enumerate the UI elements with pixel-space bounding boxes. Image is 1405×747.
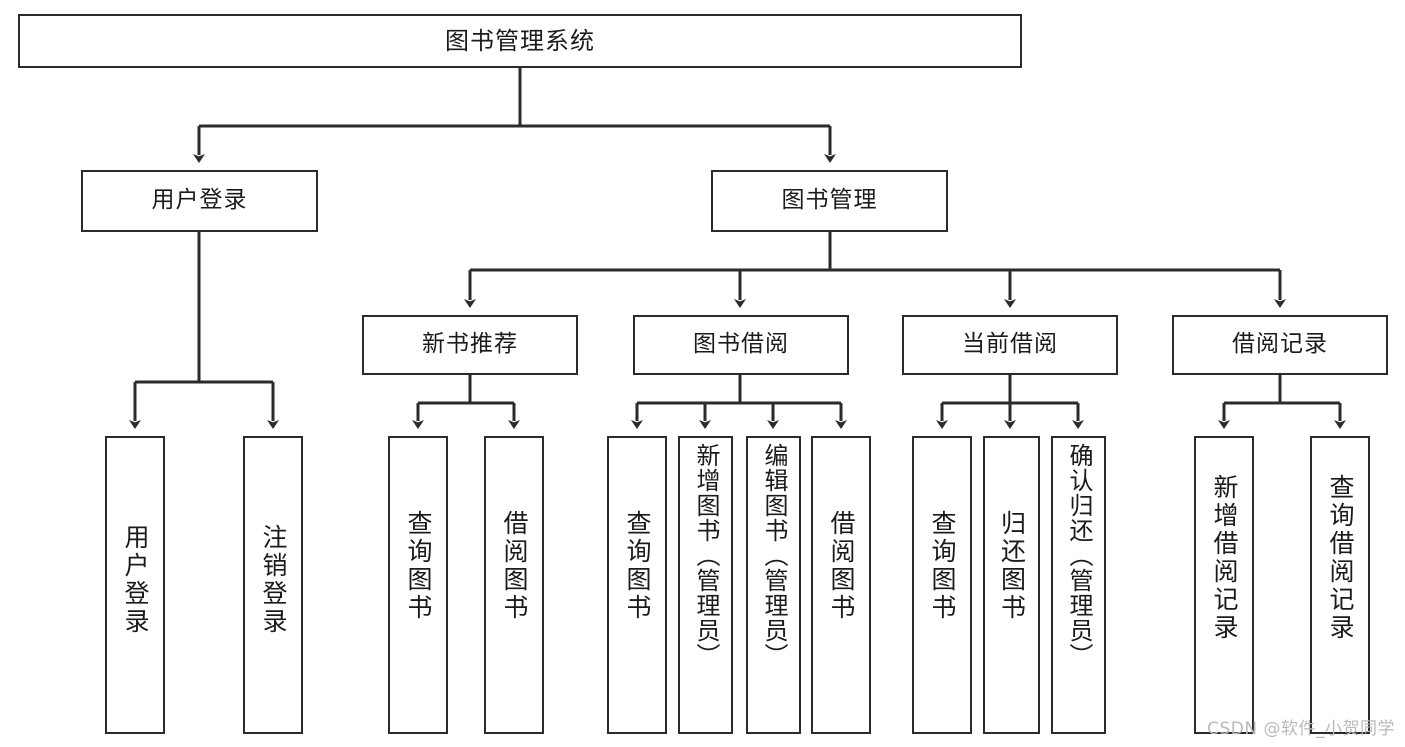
node-book-manage[interactable]: 图书管理 [711, 170, 948, 232]
leaf-logout-login[interactable]: 注销登录 [243, 436, 303, 734]
leaf-borrow-book-2[interactable]: 借阅图书 [811, 436, 871, 734]
node-root-label: 图书管理系统 [445, 26, 595, 55]
leaf-add-record-label: 新增借阅记录 [1210, 474, 1239, 642]
node-current-borrow[interactable]: 当前借阅 [902, 315, 1118, 375]
leaf-user-login[interactable]: 用户登录 [105, 436, 165, 734]
node-current-borrow-label: 当前借阅 [962, 331, 1058, 358]
leaf-query-book-3-label: 查询图书 [928, 510, 957, 622]
csdn-watermark: CSDN @软件_小贺同学 [1207, 719, 1395, 739]
node-borrow-record[interactable]: 借阅记录 [1172, 315, 1388, 375]
node-root[interactable]: 图书管理系统 [18, 14, 1022, 68]
node-book-manage-label: 图书管理 [781, 187, 878, 214]
leaf-edit-book[interactable]: 编辑图书（管理员） [746, 436, 801, 734]
node-book-borrow-label: 图书借阅 [693, 331, 789, 358]
node-user-login[interactable]: 用户登录 [81, 170, 318, 232]
leaf-edit-book-label: 编辑图书（管理员） [759, 443, 788, 668]
leaf-return-book[interactable]: 归还图书 [983, 436, 1040, 734]
node-borrow-record-label: 借阅记录 [1232, 331, 1328, 358]
leaf-query-book-1-label: 查询图书 [404, 510, 433, 622]
leaf-add-record[interactable]: 新增借阅记录 [1194, 436, 1254, 734]
leaf-query-book-3[interactable]: 查询图书 [912, 436, 972, 734]
leaf-query-record-label: 查询借阅记录 [1326, 474, 1355, 642]
node-new-book-recommend[interactable]: 新书推荐 [362, 315, 578, 375]
leaf-borrow-book-1-label: 借阅图书 [500, 510, 529, 622]
leaf-add-book-label: 新增图书（管理员） [691, 443, 720, 668]
leaf-add-book[interactable]: 新增图书（管理员） [678, 436, 733, 734]
leaf-confirm-return[interactable]: 确认归还（管理员） [1051, 436, 1106, 734]
leaf-borrow-book-1[interactable]: 借阅图书 [484, 436, 544, 734]
leaf-user-login-label: 用户登录 [121, 524, 150, 636]
leaf-confirm-return-label: 确认归还（管理员） [1064, 443, 1093, 668]
leaf-query-book-2-label: 查询图书 [623, 510, 652, 622]
node-user-login-label: 用户登录 [151, 187, 248, 214]
leaf-query-book-2[interactable]: 查询图书 [607, 436, 667, 734]
node-book-borrow[interactable]: 图书借阅 [633, 315, 849, 375]
leaf-return-book-label: 归还图书 [997, 510, 1027, 622]
leaf-query-book-1[interactable]: 查询图书 [388, 436, 448, 734]
node-new-book-recommend-label: 新书推荐 [422, 331, 518, 358]
leaf-query-record[interactable]: 查询借阅记录 [1310, 436, 1370, 734]
leaf-borrow-book-2-label: 借阅图书 [827, 510, 856, 622]
leaf-logout-login-label: 注销登录 [259, 524, 288, 636]
